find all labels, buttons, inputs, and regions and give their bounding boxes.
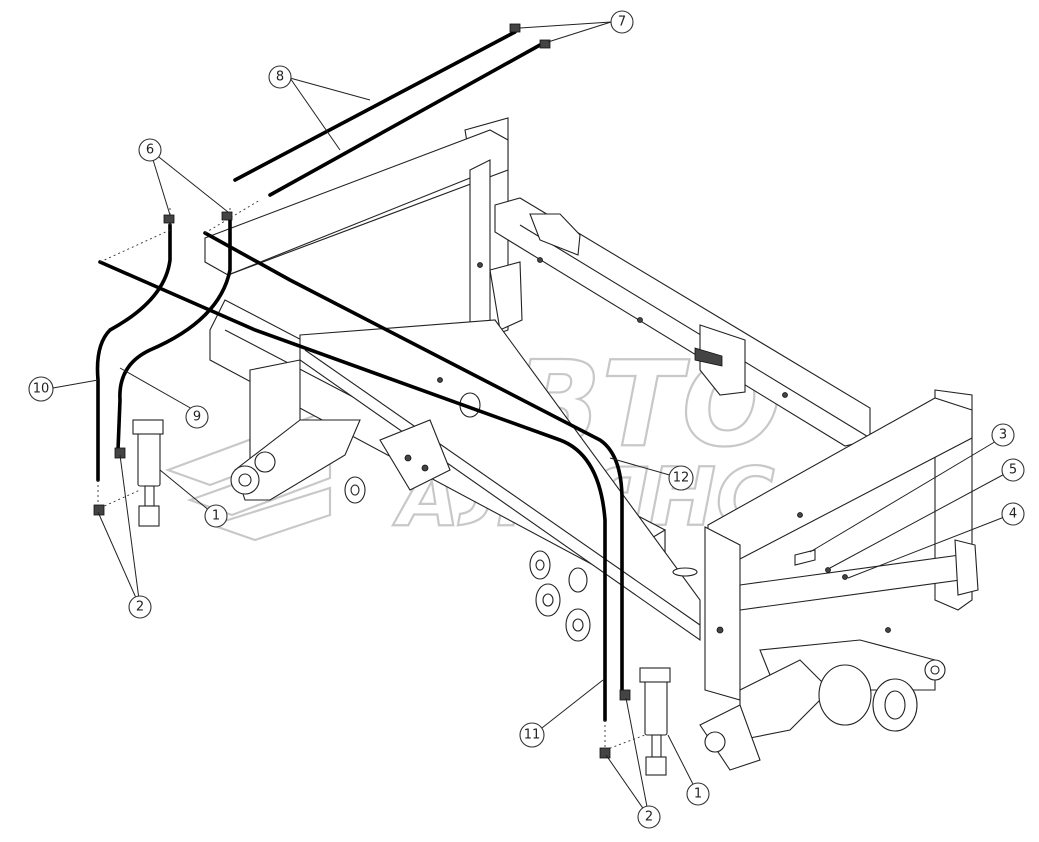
callout-4: 4 <box>1001 502 1025 526</box>
lower-cross-rail <box>299 319 701 642</box>
callout-2a: 2 <box>128 595 152 619</box>
callout-3: 3 <box>991 423 1015 447</box>
callout-6-label: 6 <box>146 143 154 158</box>
hose-10 <box>95 223 172 482</box>
hydraulic-cylinder-right <box>604 667 671 776</box>
left-pivot-2 <box>254 451 276 473</box>
rear-bracket <box>489 261 523 331</box>
mid-mount-plate <box>694 347 723 367</box>
callout-4-label: 4 <box>1009 507 1017 522</box>
hose-10b <box>116 218 232 452</box>
front-crossbar <box>739 554 961 611</box>
fittings <box>93 23 848 759</box>
callout-1a: 1 <box>204 504 228 528</box>
leader-lines <box>52 21 1013 818</box>
front-axle <box>699 639 946 771</box>
callout-2b: 2 <box>637 805 661 829</box>
rear-top-beam <box>204 129 509 276</box>
callout-8: 8 <box>268 65 292 89</box>
callout-1a-label: 1 <box>212 509 220 524</box>
hydraulic-cylinder-left <box>99 419 164 527</box>
front-plate <box>704 526 741 701</box>
side-rail-bracket <box>529 213 581 256</box>
hose-11 <box>98 260 607 722</box>
callout-12-label: 12 <box>673 471 690 486</box>
hoses <box>95 30 624 750</box>
callout-2a-label: 2 <box>136 600 144 615</box>
mid-mount-bracket <box>699 324 746 396</box>
callout-6: 6 <box>138 138 162 162</box>
callout-1b: 1 <box>686 782 710 806</box>
callout-8-label: 8 <box>276 70 284 85</box>
callout-11: 11 <box>519 722 545 748</box>
callout-9: 9 <box>185 405 209 429</box>
callout-7-label: 7 <box>618 15 626 30</box>
callout-3-label: 3 <box>999 428 1007 443</box>
front-side-bracket <box>954 539 979 596</box>
callout-10: 10 <box>28 376 54 402</box>
callout-7: 7 <box>610 10 634 34</box>
callout-2b-label: 2 <box>645 810 653 825</box>
rear-upright-inner <box>469 159 491 341</box>
center-bracket-plate <box>379 419 451 491</box>
left-arm <box>234 419 361 501</box>
callout-9-label: 9 <box>193 410 201 425</box>
hose-8-upper <box>233 30 517 182</box>
callout-10-label: 10 <box>33 382 50 397</box>
callout-12: 12 <box>668 465 694 491</box>
hose-8-lower <box>268 43 542 197</box>
callout-11-label: 11 <box>524 728 541 743</box>
callout-5: 5 <box>1001 458 1025 482</box>
frame-structure <box>204 117 979 771</box>
callout-1b-label: 1 <box>694 787 702 802</box>
callout-5-label: 5 <box>1009 463 1017 478</box>
rollers <box>344 392 591 642</box>
